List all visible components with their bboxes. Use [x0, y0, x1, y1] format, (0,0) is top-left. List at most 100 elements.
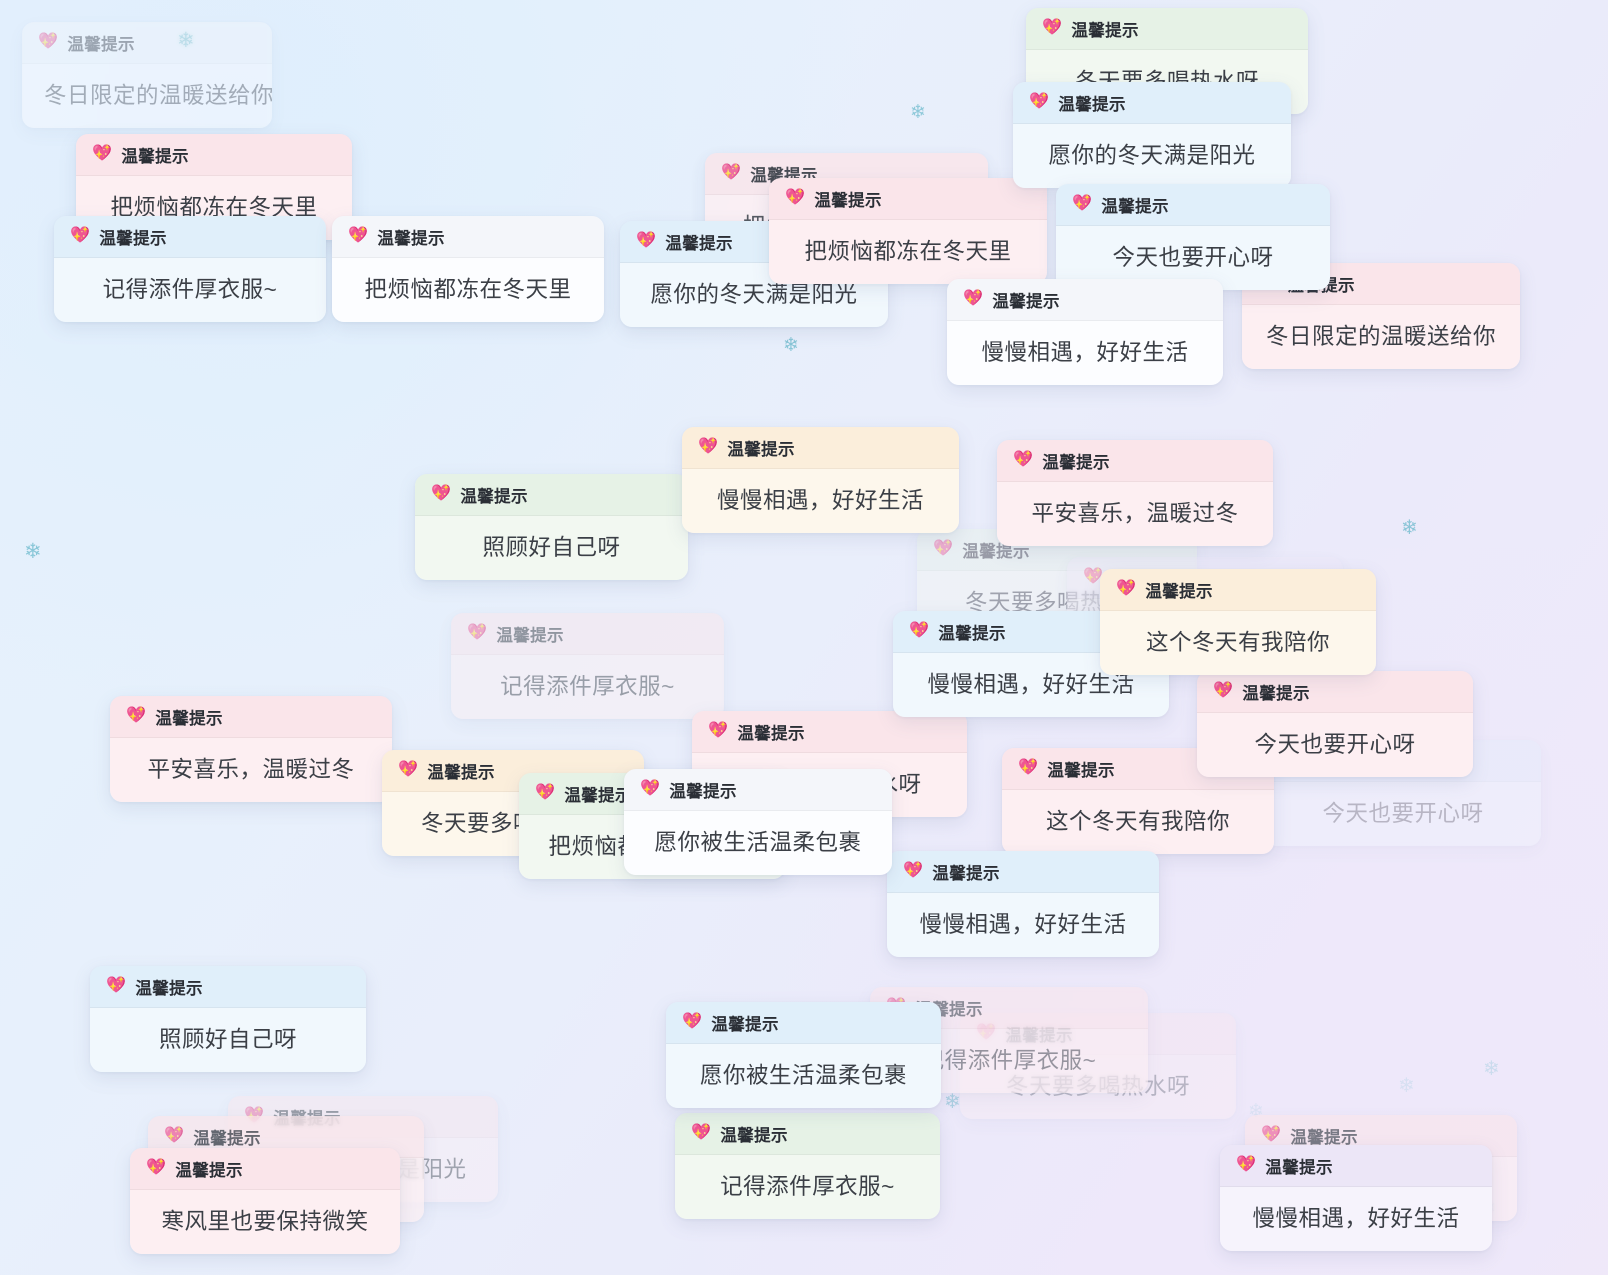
toast-card-t24[interactable]: 💖 温馨提示 冬天要多喝热水呀	[382, 750, 644, 856]
heart-icon: 💖	[691, 1124, 712, 1141]
heart-icon: 💖	[1236, 1156, 1257, 1173]
toast-title: 温馨提示	[720, 1127, 788, 1145]
toast-card-t31[interactable]: 💖 温馨提示 愿你被生活温柔包裹	[666, 1002, 941, 1108]
heart-icon: 💖	[903, 862, 924, 879]
toast-message: 寒风里也要保持微笑	[130, 1190, 400, 1254]
toast-title: 温馨提示	[121, 148, 189, 166]
toast-header: 💖 温馨提示	[947, 279, 1223, 321]
toast-card-t26[interactable]: 💖 温馨提示 愿你被生活温柔包裹	[624, 769, 892, 875]
toast-message: 把烦恼都冻在冬天里	[769, 220, 1047, 284]
toast-title: 温馨提示	[1071, 22, 1139, 40]
snowflake-icon: ❄	[1483, 1058, 1500, 1080]
toast-card-t09[interactable]: 💖 温馨提示 把烦恼都冻在冬天里	[769, 178, 1047, 284]
toast-header: 💖 温馨提示	[54, 216, 326, 258]
toast-message: 记得添件厚衣服~	[451, 655, 724, 719]
snowflake-icon: ❄	[910, 102, 926, 123]
toast-header: 💖 温馨提示	[451, 613, 724, 655]
toast-card-t29[interactable]: 💖 温馨提示 慢慢相遇，好好生活	[887, 851, 1159, 957]
toast-card-t14[interactable]: 💖 温馨提示 平安喜乐，温暖过冬	[997, 440, 1273, 546]
toast-card-t15[interactable]: 💖 温馨提示 照顾好自己呀	[415, 474, 688, 580]
toast-message: 冬日限定的温暖送给你	[22, 64, 272, 128]
heart-icon: 💖	[1042, 19, 1063, 36]
toast-card-t39[interactable]: 💖 温馨提示 慢慢相遇，好好生活	[1220, 1145, 1492, 1251]
toast-card-t06[interactable]: 💖 温馨提示 把烦恼都冻在冬天里	[332, 216, 604, 322]
toast-card-t21[interactable]: 💖 温馨提示 今天也要开心呀	[1197, 671, 1473, 777]
snowflake-icon: ❄	[1398, 1075, 1415, 1097]
heart-icon: 💖	[1213, 682, 1234, 699]
toast-title: 温馨提示	[711, 1016, 779, 1034]
toast-message: 照顾好自己呀	[90, 1008, 366, 1072]
toast-header: 💖 温馨提示	[682, 427, 959, 469]
heart-icon: 💖	[682, 1013, 703, 1030]
heart-icon: 💖	[1072, 195, 1093, 212]
toast-message: 愿你的冬天满是阳光	[1013, 124, 1291, 188]
toast-header: 💖 温馨提示	[1100, 569, 1376, 611]
toast-header: 💖 温馨提示	[1197, 671, 1473, 713]
toast-card-t13[interactable]: 💖 温馨提示 慢慢相遇，好好生活	[682, 427, 959, 533]
toast-title: 温馨提示	[962, 543, 1030, 561]
toast-header: 💖 温馨提示	[1026, 8, 1308, 50]
toast-header: 💖 温馨提示	[76, 134, 352, 176]
toast-card-t04[interactable]: 💖 温馨提示 把烦恼都冻在冬天里	[76, 134, 352, 240]
toast-message: 记得添件厚衣服~	[54, 258, 326, 322]
heart-icon: 💖	[70, 227, 91, 244]
toast-card-t20[interactable]: 💖 温馨提示 慢慢相遇，好好生活	[893, 611, 1169, 717]
heart-icon: 💖	[38, 33, 59, 50]
toast-title: 温馨提示	[1145, 583, 1213, 601]
toast-header: 💖 温馨提示	[130, 1148, 400, 1190]
heart-icon: 💖	[698, 438, 719, 455]
toast-card-t18[interactable]: 💖 温馨提示 这个冬天有我陪你	[1100, 569, 1376, 675]
toast-title: 温馨提示	[1265, 1159, 1333, 1177]
toast-header: 💖 温馨提示	[22, 22, 272, 64]
toast-title: 温馨提示	[1290, 1129, 1358, 1147]
toast-header: 💖 温馨提示	[1013, 82, 1291, 124]
toast-title: 温馨提示	[938, 625, 1006, 643]
toast-card-t10[interactable]: 💖 温馨提示 今天也要开心呀	[1056, 184, 1330, 290]
toast-card-t03[interactable]: 💖 温馨提示 愿你的冬天满是阳光	[1013, 82, 1291, 188]
heart-icon: 💖	[636, 232, 657, 249]
heart-icon: 💖	[1116, 580, 1137, 597]
toast-message: 愿你的冬天满是阳光	[620, 263, 888, 327]
toast-card-t23[interactable]: 💖 温馨提示 平安喜乐，温暖过冬	[110, 696, 392, 802]
toast-message: 今天也要开心呀	[1265, 782, 1541, 846]
toast-title: 温馨提示	[564, 787, 632, 805]
heart-icon: 💖	[92, 145, 113, 162]
heart-icon: 💖	[146, 1159, 167, 1176]
toast-card-t12[interactable]: 💖 温馨提示 慢慢相遇，好好生活	[947, 279, 1223, 385]
toast-header: 💖 温馨提示	[675, 1113, 940, 1155]
toast-header: 💖 温馨提示	[1220, 1145, 1492, 1187]
toast-title: 温馨提示	[99, 230, 167, 248]
toast-title: 温馨提示	[669, 783, 737, 801]
toast-message: 今天也要开心呀	[1197, 713, 1473, 777]
toast-card-t01[interactable]: 💖 温馨提示 冬日限定的温暖送给你	[22, 22, 272, 128]
toast-message: 照顾好自己呀	[415, 516, 688, 580]
toast-card-t19[interactable]: 💖 温馨提示 记得添件厚衣服~	[451, 613, 724, 719]
toast-header: 💖 温馨提示	[997, 440, 1273, 482]
heart-icon: 💖	[1261, 1126, 1282, 1143]
toast-message: 慢慢相遇，好好生活	[1220, 1187, 1492, 1251]
toast-header: 💖 温馨提示	[415, 474, 688, 516]
toast-message: 冬日限定的温暖送给你	[1242, 305, 1520, 369]
toast-header: 💖 温馨提示	[692, 711, 967, 753]
toast-card-t05[interactable]: 💖 温馨提示 记得添件厚衣服~	[54, 216, 326, 322]
toast-message: 愿你被生活温柔包裹	[666, 1044, 941, 1108]
toast-title: 温馨提示	[193, 1130, 261, 1148]
toast-header: 💖 温馨提示	[887, 851, 1159, 893]
toast-message: 这个冬天有我陪你	[1100, 611, 1376, 675]
heart-icon: 💖	[963, 290, 984, 307]
toast-title: 温馨提示	[992, 293, 1060, 311]
toast-message: 慢慢相遇，好好生活	[947, 321, 1223, 385]
toast-title: 温馨提示	[737, 725, 805, 743]
toast-message: 平安喜乐，温暖过冬	[110, 738, 392, 802]
toast-title: 温馨提示	[496, 627, 564, 645]
toast-message: 记得添件厚衣服~	[675, 1155, 940, 1219]
toast-title: 温馨提示	[155, 710, 223, 728]
heart-icon: 💖	[398, 761, 419, 778]
heart-icon: 💖	[1018, 759, 1039, 776]
heart-icon: 💖	[640, 780, 661, 797]
heart-icon: 💖	[164, 1127, 185, 1144]
toast-card-t37[interactable]: 💖 温馨提示 寒风里也要保持微笑	[130, 1148, 400, 1254]
toast-card-t34[interactable]: 💖 温馨提示 记得添件厚衣服~	[675, 1113, 940, 1219]
snowflake-icon: ❄	[24, 540, 42, 563]
toast-card-t30[interactable]: 💖 温馨提示 照顾好自己呀	[90, 966, 366, 1072]
